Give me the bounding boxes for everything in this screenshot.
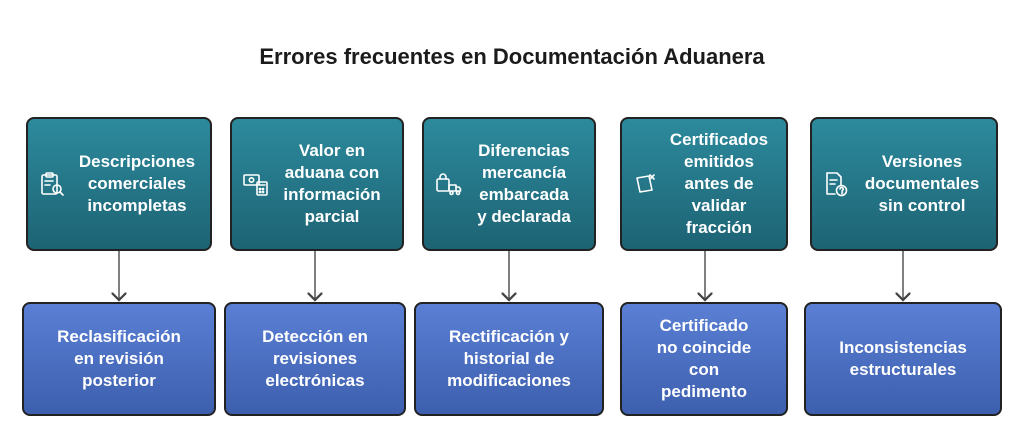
error-box-5: Versiones documentales sin control (810, 117, 998, 251)
error-label-4: Certificados emitidos antes de validar f… (669, 130, 769, 237)
error-label-1: Descripciones comerciales incompletas (78, 152, 196, 215)
error-label-5: Versiones documentales sin control (864, 152, 980, 215)
consequence-box-1: Reclasificación en revisión posterior (22, 302, 216, 416)
clipboard-search-icon (38, 170, 66, 198)
certificate-x-icon (632, 170, 660, 198)
consequence-label-4: Certificado no coincide con pedimento (656, 316, 752, 401)
money-calculator-icon (242, 170, 270, 198)
consequence-box-2: Detección en revisiones electrónicas (224, 302, 406, 416)
consequence-label-5: Inconsistencias estructurales (839, 338, 967, 379)
error-box-3: Diferencias mercancía embarcada y declar… (422, 117, 596, 251)
error-label-2: Valor en aduana con información parcial (283, 141, 381, 226)
error-box-1: Descripciones comerciales incompletas (26, 117, 212, 251)
error-box-2: Valor en aduana con información parcial (230, 117, 404, 251)
consequence-box-3: Rectificación y historial de modificacio… (414, 302, 604, 416)
consequence-label-1: Reclasificación en revisión posterior (57, 327, 181, 390)
diagram-title: Errores frecuentes en Documentación Adua… (259, 44, 765, 69)
error-label-3: Diferencias mercancía embarcada y declar… (477, 141, 571, 226)
consequence-label-2: Detección en revisiones electrónicas (262, 327, 368, 390)
bag-truck-icon (434, 170, 462, 198)
consequence-label-3: Rectificación y historial de modificacio… (447, 327, 571, 390)
error-box-4: Certificados emitidos antes de validar f… (620, 117, 788, 251)
consequence-box-4: Certificado no coincide con pedimento (620, 302, 788, 416)
consequence-box-5: Inconsistencias estructurales (804, 302, 1002, 416)
document-question-icon (822, 170, 850, 198)
